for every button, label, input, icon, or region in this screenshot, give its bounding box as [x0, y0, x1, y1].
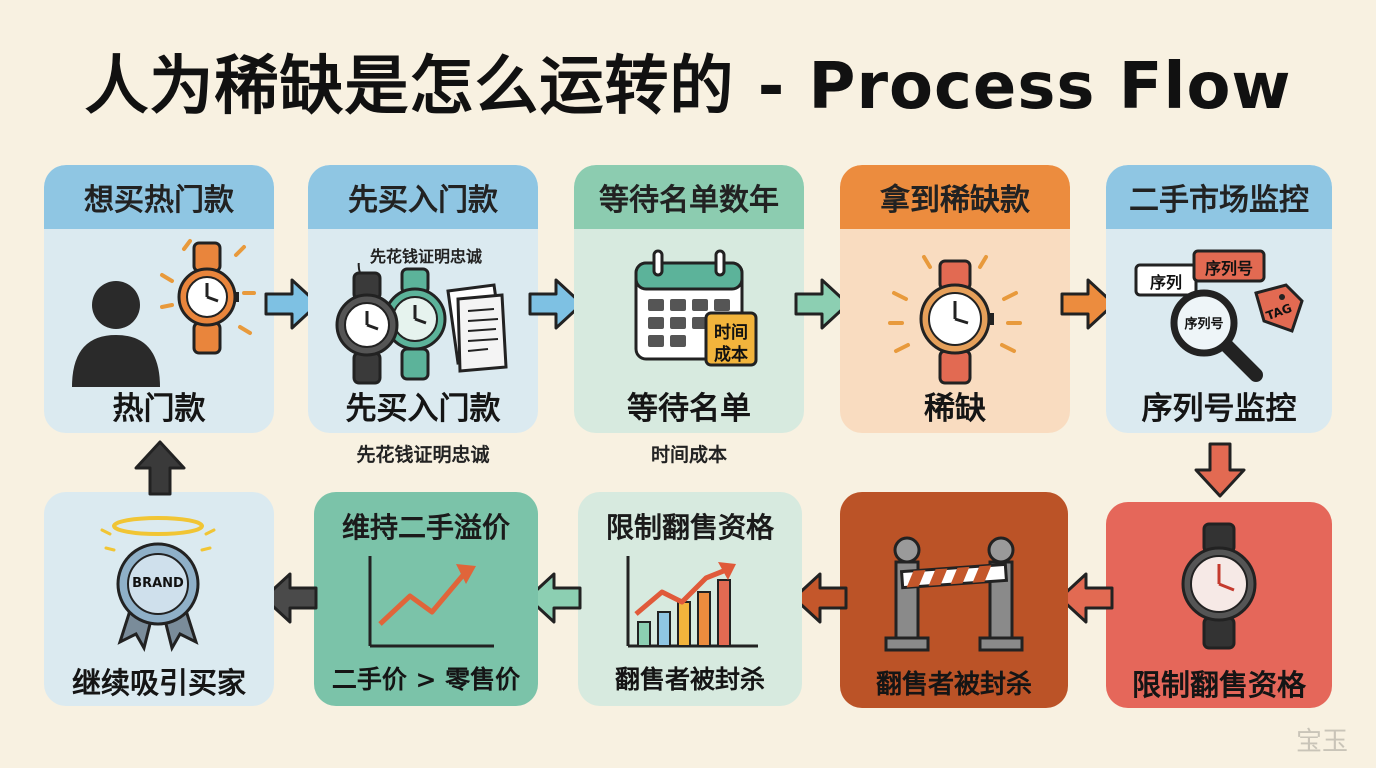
brand-badge-icon — [100, 516, 216, 652]
step-secondhand-monitoring: 二手市场监控 序列 序列号 TAG 序列号 序列号监控 — [1106, 165, 1332, 433]
watermark: 宝玉 — [1295, 727, 1348, 757]
arrow-left-icon — [526, 572, 582, 624]
arrow-right-icon — [1060, 278, 1116, 330]
arrow-left-icon — [792, 572, 848, 624]
loyalty-annotation: 先花钱证明忠诚 — [370, 247, 483, 266]
step-buy-entry-model: 先买入门款 先花钱证明忠诚 — [308, 165, 538, 433]
step-reseller-banned: 翻售者被封杀 — [840, 492, 1068, 708]
step-head: 维持二手溢价 — [341, 511, 510, 544]
arrow-right-icon — [794, 278, 850, 330]
arrow-up-icon — [134, 440, 186, 496]
time-cost-badge-line2: 成本 — [714, 345, 748, 365]
step-head: 二手市场监控 — [1106, 165, 1332, 229]
watch-icon — [335, 271, 399, 385]
arrow-right-icon — [264, 278, 320, 330]
step-label: 翻售者被封杀 — [614, 665, 765, 694]
serial-tag-2: 序列号 — [1204, 259, 1253, 278]
arrow-right-icon — [528, 278, 584, 330]
serial-tag-1: 序列 — [1149, 273, 1182, 292]
arrow-left-icon — [1058, 572, 1114, 624]
arrow-down-icon — [1194, 442, 1246, 498]
step-label: 序列号监控 — [1141, 391, 1297, 427]
barrier-icon — [884, 536, 1024, 652]
step-get-rare-model: 拿到稀缺款 稀缺 — [840, 165, 1070, 433]
step-head: 等待名单数年 — [574, 165, 804, 229]
person-icon — [72, 239, 256, 387]
price-trend-icon — [368, 556, 494, 648]
step-subtext: 时间成本 — [650, 444, 727, 466]
magnifier-lens-text: 序列号 — [1184, 317, 1224, 332]
step-restrict-resale-red: 限制翻售资格 — [1106, 502, 1332, 708]
step-label: 先买入门款 — [345, 391, 501, 427]
arrow-left-icon — [262, 572, 318, 624]
step-label: 等待名单 — [627, 391, 751, 427]
brand-badge-text: BRAND — [132, 576, 184, 591]
step-waitlist-years: 等待名单数年 时间 成本 等待名单 — [574, 165, 804, 433]
growth-chart-icon — [626, 556, 758, 648]
step-head: 想买热门款 — [44, 165, 274, 229]
receipt-icon — [446, 283, 508, 373]
step-label: 继续吸引买家 — [71, 666, 246, 700]
step-want-hot-model: 想买热门款 热门款 — [44, 165, 274, 433]
step-head: 先买入门款 — [308, 165, 538, 229]
page-title: 人为稀缺是怎么运转的 - Process Flow — [84, 50, 1292, 124]
step-label: 热门款 — [112, 391, 206, 427]
step-head: 拿到稀缺款 — [840, 165, 1070, 229]
step-keep-attracting-buyers: BRAND 继续吸引买家 — [44, 492, 274, 706]
time-cost-badge-line1: 时间 — [714, 323, 748, 343]
step-subtext: 先花钱证明忠诚 — [356, 444, 490, 466]
watch-icon — [1181, 522, 1257, 650]
watch-icon — [888, 255, 1022, 385]
step-restrict-resale: 限制翻售资格 翻售者被封杀 — [578, 492, 802, 706]
magnifier-icon — [1134, 249, 1304, 382]
step-label: 限制翻售资格 — [1131, 668, 1306, 702]
step-maintain-premium: 维持二手溢价 二手价 > 零售价 — [314, 492, 538, 706]
watches-receipt-icon — [335, 263, 508, 385]
step-label: 二手价 > 零售价 — [331, 665, 521, 694]
step-label: 稀缺 — [924, 391, 986, 427]
step-label: 翻售者被封杀 — [875, 670, 1032, 700]
watch-icon — [177, 241, 239, 355]
step-head: 限制翻售资格 — [605, 511, 774, 544]
calendar-icon — [634, 249, 758, 367]
